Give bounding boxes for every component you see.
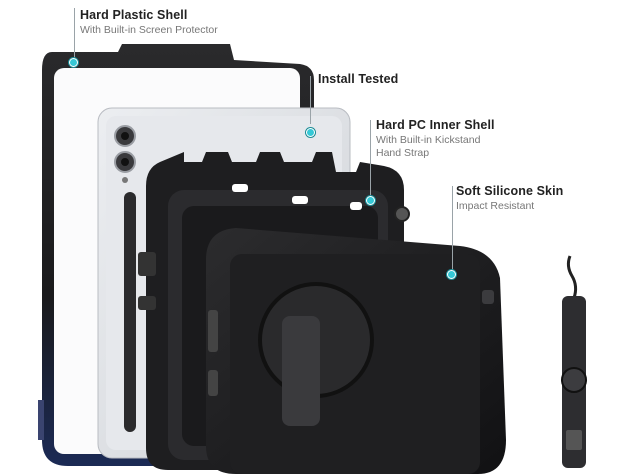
marker-hard-pc-inner-shell bbox=[366, 196, 375, 205]
callout-subtitle-line-2: Hand Strap bbox=[376, 147, 430, 159]
callout-title: Hard Plastic Shell bbox=[80, 8, 188, 22]
callout-hard-pc-inner-shell: Hard PC Inner Shell With Built-in Kickst… bbox=[376, 118, 495, 160]
leader-install-tested bbox=[310, 76, 311, 124]
marker-hard-plastic-shell bbox=[69, 58, 78, 67]
callout-hard-plastic-shell: Hard Plastic Shell With Built-in Screen … bbox=[80, 8, 218, 37]
marker-soft-silicone-skin bbox=[447, 270, 456, 279]
callout-title: Hard PC Inner Shell bbox=[376, 118, 495, 132]
callout-subtitle: With Built-in Screen Protector bbox=[80, 24, 218, 36]
marker-install-tested bbox=[306, 128, 315, 137]
soft-silicone-skin bbox=[206, 228, 506, 474]
leader-soft-silicone-skin bbox=[452, 186, 453, 270]
callout-soft-silicone-skin: Soft Silicone Skin Impact Resistant bbox=[456, 184, 563, 213]
leader-hard-pc-inner-shell bbox=[370, 120, 371, 196]
callout-title: Soft Silicone Skin bbox=[456, 184, 564, 198]
callout-subtitle-line-1: With Built-in Kickstand bbox=[376, 134, 481, 146]
callout-title: Install Tested bbox=[318, 72, 399, 86]
callout-subtitle: Impact Resistant bbox=[456, 200, 535, 212]
leader-hard-plastic-shell bbox=[74, 8, 75, 62]
callout-install-tested: Install Tested bbox=[318, 72, 398, 86]
hand-strap bbox=[561, 255, 587, 468]
